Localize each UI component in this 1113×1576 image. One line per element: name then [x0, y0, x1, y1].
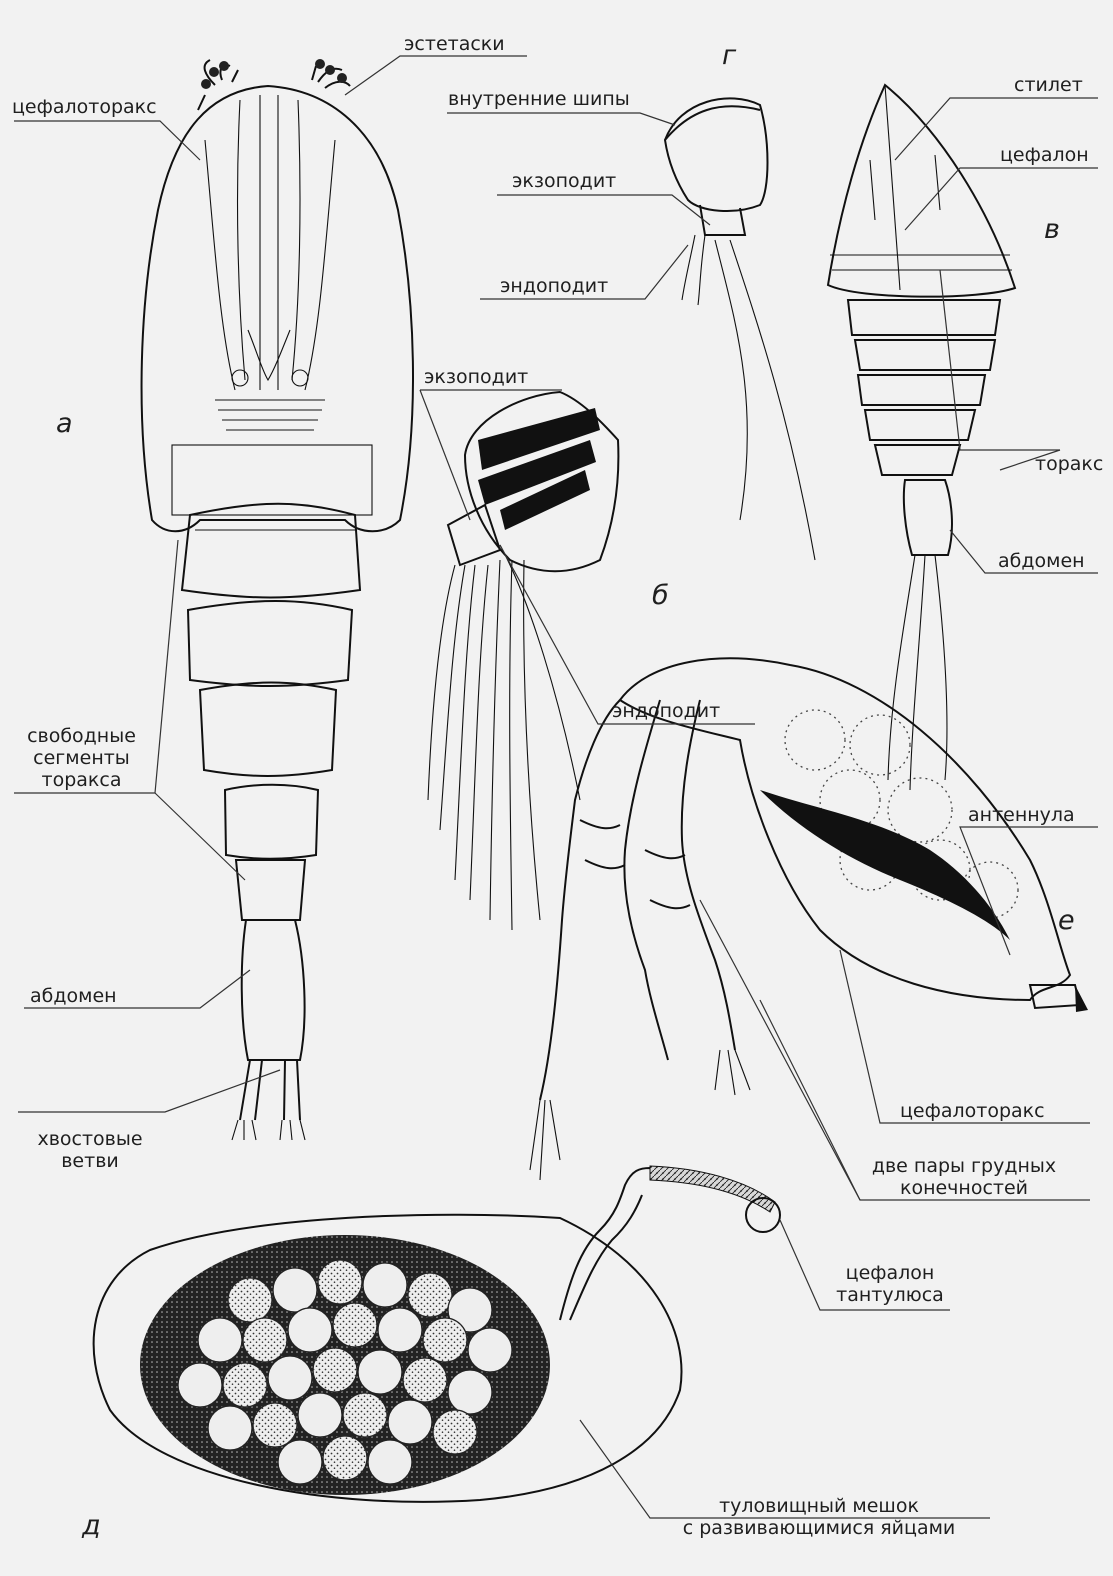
panel-label-d: д [82, 1510, 101, 1541]
label-b-endopod: эндоподит [612, 700, 720, 722]
label-a-caudal-line2: ветви [20, 1150, 160, 1172]
label-e-antennule: антеннула [968, 804, 1075, 826]
label-g-endopod: эндоподит [500, 275, 608, 297]
panel-label-b: б [652, 580, 669, 611]
label-a-caudal-rami: хвостовые ветви [20, 1128, 160, 1172]
label-a-free-segments: свободные сегменты торакса [14, 725, 149, 791]
figure-b-leg [428, 392, 618, 930]
panel-label-a: а [56, 408, 73, 439]
label-e-thoracic-legs: две пары грудных конечностей [860, 1155, 1068, 1199]
label-v-cephalon: цефалон [1000, 144, 1089, 166]
label-v-abdomen: абдомен [998, 550, 1085, 572]
label-a-free-segments-line3: торакса [14, 769, 149, 791]
panel-label-e: е [1058, 905, 1075, 936]
label-v-stylet: стилет [1014, 74, 1083, 96]
label-e-legs-line2: конечностей [860, 1177, 1068, 1199]
panel-label-g: г [722, 40, 736, 71]
label-a-cephalothorax: цефалоторакс [12, 96, 157, 118]
label-d-sac-line2: с развивающимися яйцами [648, 1517, 990, 1539]
figure-a-copepod [142, 59, 413, 1140]
label-e-legs-line1: две пары грудных [860, 1155, 1068, 1177]
label-g-exopod: экзоподит [512, 170, 616, 192]
panel-label-v: в [1044, 214, 1060, 245]
label-d-sac-line1: туловищный мешок [648, 1495, 990, 1517]
label-b-exopod: экзоподит [424, 366, 528, 388]
label-a-abdomen: абдомен [30, 985, 117, 1007]
label-a-free-segments-line1: свободные [14, 725, 149, 747]
label-a-free-segments-line2: сегменты [14, 747, 149, 769]
figure-d-sac [94, 1166, 780, 1502]
label-d-cephalon: цефалон тантулюса [820, 1262, 960, 1306]
label-e-cephalothorax: цефалоторакс [900, 1100, 1045, 1122]
figure-v-organism [828, 85, 1015, 790]
label-a-caudal-line1: хвостовые [20, 1128, 160, 1150]
label-d-cephalon-line1: цефалон [820, 1262, 960, 1284]
label-v-thorax: торакс [1035, 453, 1103, 475]
label-d-trunk-sac: туловищный мешок с развивающимися яйцами [648, 1495, 990, 1539]
label-g-inner-spines: внутренние шипы [448, 88, 630, 110]
figure-g-appendage [665, 98, 815, 560]
label-d-cephalon-line2: тантулюса [820, 1284, 960, 1306]
label-a-aesthetascs: эстетаски [404, 33, 505, 55]
